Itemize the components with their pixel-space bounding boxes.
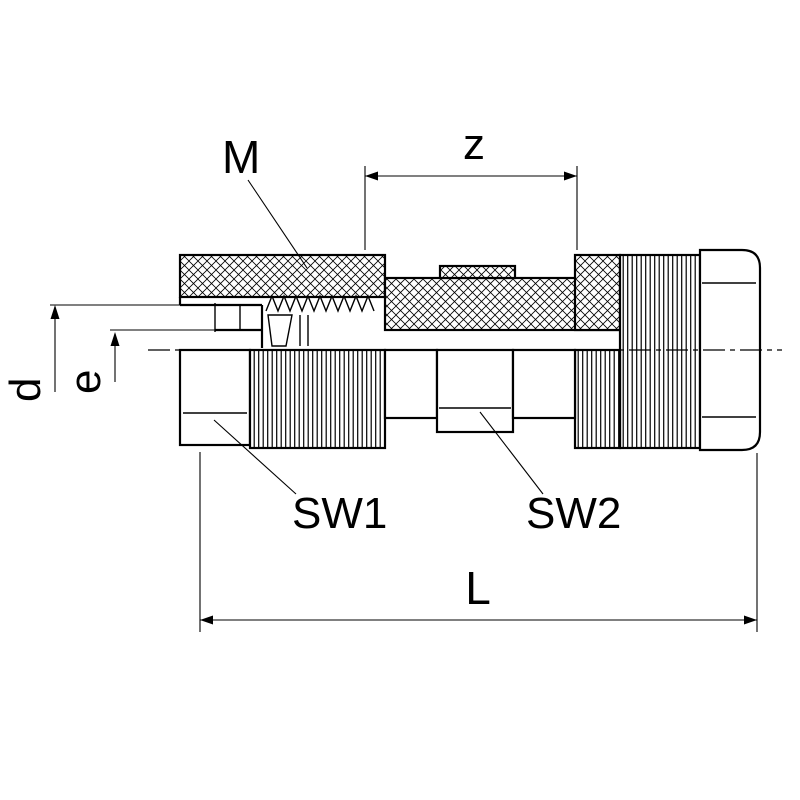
sw2-label: SW2 — [526, 489, 621, 538]
thread-profile — [265, 294, 375, 313]
z-arrowhead-right — [564, 171, 577, 181]
m-label: M — [222, 131, 260, 183]
left-nut-section-hatch — [178, 253, 387, 299]
dimension-e: e — [61, 329, 215, 394]
left-internal-details — [178, 294, 375, 348]
center-hex-body — [435, 348, 515, 434]
sw2-leader-line — [479, 411, 544, 495]
e-label: e — [61, 370, 110, 394]
l-arrowhead-right — [744, 615, 757, 625]
left-nut-knurl — [248, 348, 387, 450]
dimension-z: z — [364, 120, 578, 250]
center-boss-hatch — [438, 264, 517, 280]
callout-sw2: SW2 — [479, 411, 621, 538]
dimension-d: d — [1, 304, 180, 402]
z-label: z — [463, 120, 485, 169]
l-arrowhead-left — [200, 615, 213, 625]
right-nut-section-hatch — [573, 253, 622, 332]
left-end-cap — [178, 348, 252, 447]
m-leader-line — [247, 179, 308, 269]
d-arrowhead — [50, 305, 60, 319]
fitting-body — [178, 248, 762, 452]
sw1-label: SW1 — [292, 489, 387, 538]
ferrule-ring — [267, 314, 293, 347]
callout-sw1: SW1 — [213, 419, 387, 538]
callout-m: M — [222, 131, 308, 269]
e-arrowhead — [110, 332, 120, 346]
z-arrowhead-left — [365, 171, 378, 181]
right-nut-knurl — [618, 253, 702, 450]
right-connector-neck — [511, 348, 577, 420]
left-connector-neck — [383, 348, 439, 420]
right-nut-knurl-lower — [573, 348, 622, 450]
l-label: L — [465, 562, 491, 614]
sw1-leader-line — [213, 419, 297, 495]
dimension-l: L — [199, 452, 758, 632]
d-label: d — [1, 378, 50, 402]
